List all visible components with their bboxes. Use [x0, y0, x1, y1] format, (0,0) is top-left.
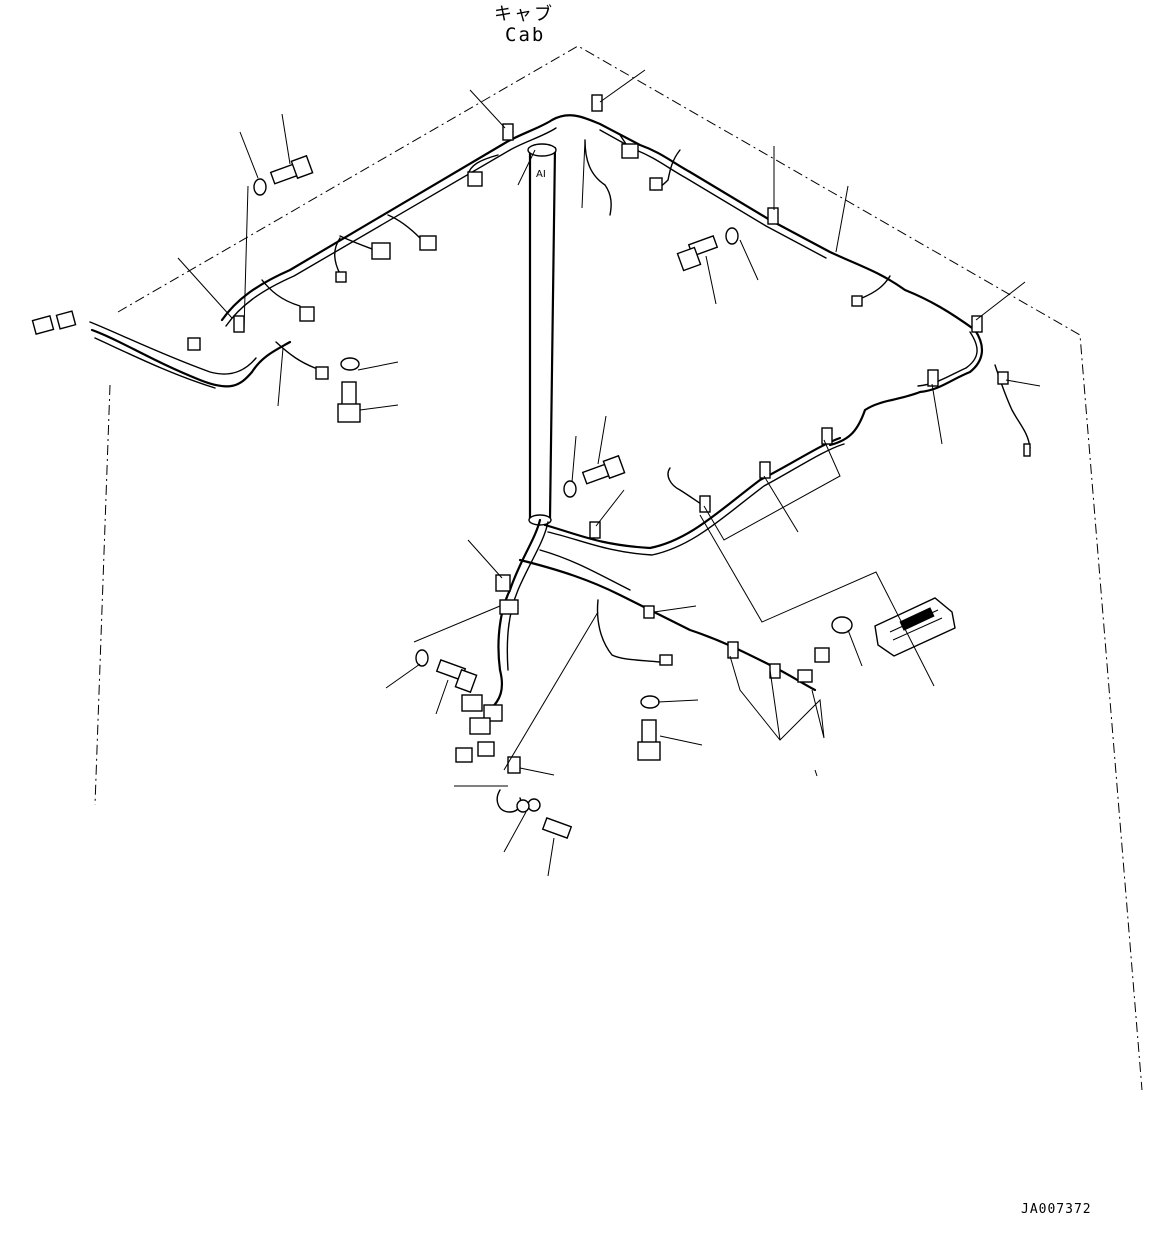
bolt-bottom: [527, 798, 573, 839]
lower-harness: [488, 436, 845, 712]
svg-text:AI: AI: [536, 169, 546, 180]
pillar-harness: AI: [527, 143, 557, 526]
top-branch-wires: [261, 134, 1031, 507]
upper-harness: [89, 114, 983, 447]
leader-lines: [177, 69, 1041, 877]
bolt-top-left: [253, 154, 314, 196]
cab-outline: [94, 45, 1143, 1091]
cab-label-english: Cab: [505, 24, 546, 46]
bolt-left-vertical: [337, 357, 361, 423]
bolt-top-right: [676, 227, 739, 272]
connectors: [31, 143, 1031, 774]
ground-wire: [496, 789, 530, 813]
bolt-lower-mid: [637, 695, 661, 761]
switch-panel: [874, 597, 956, 657]
harness-clamps: [233, 94, 1009, 679]
bolt-switch: [831, 616, 853, 634]
drawing-code: JA007372: [1021, 1202, 1092, 1217]
bolts: [253, 154, 853, 839]
bolt-lower-left: [415, 649, 478, 694]
cab-label-japanese: キャブ: [494, 4, 554, 25]
bolt-mid: [563, 454, 626, 498]
